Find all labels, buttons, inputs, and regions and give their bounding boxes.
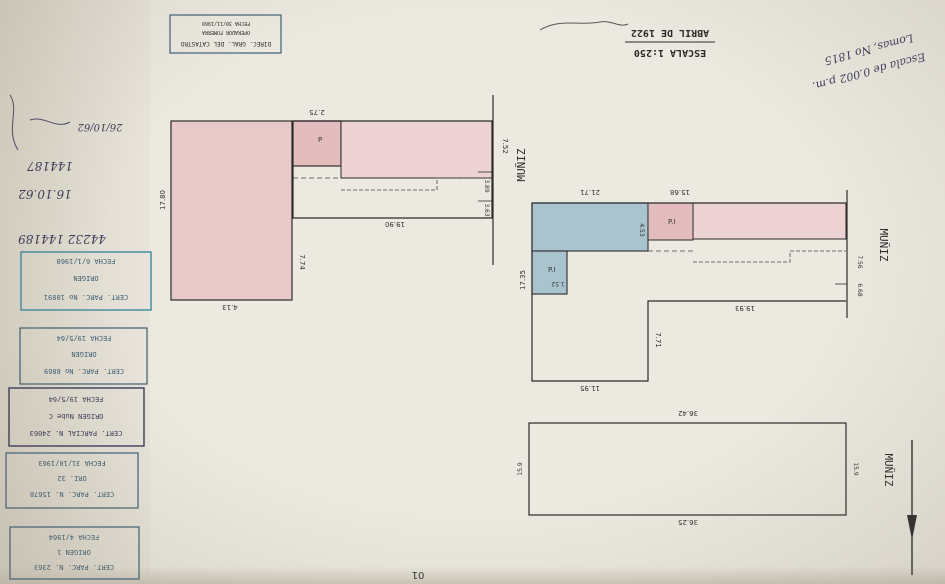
parcel-marker-pink: P.I	[668, 218, 675, 226]
measure-vertical-right: 7.71	[654, 332, 662, 348]
catastro-stamp: DIREC. GRAL. DEL CATASTRO OPERADOR FOMER…	[169, 14, 282, 54]
lot-outline	[292, 120, 493, 219]
margin-note-1: 144187	[27, 159, 73, 173]
measure-right-side: 7.52	[501, 138, 509, 154]
page-number: 01	[412, 569, 425, 580]
margin-note-0: 26/10/62	[78, 121, 124, 132]
measure-bottom-lot-right: 15.9	[852, 462, 859, 476]
lot-parcel-p	[292, 120, 342, 167]
margin-note-2: 16.10.62	[18, 187, 71, 201]
street-label-right: MUÑIZ	[877, 228, 890, 261]
measure-front-b-right: 6.68	[856, 283, 863, 297]
measure-vertical-inner: 7.74	[298, 254, 306, 270]
stamp-4-line-0: CERT. PARC. N. 15678	[30, 490, 114, 498]
stamp-5-line-1: ORIGEN 1	[57, 548, 91, 556]
parcel-pink-large	[692, 202, 847, 240]
parcel-marker: P	[318, 136, 322, 144]
bottom-lot-plan: 36.42 36.25 15.9 15.9 MUÑIZ	[517, 409, 917, 575]
measure-bottom-lot-bottom: 36.25	[678, 518, 698, 526]
paper-bottom-edge	[0, 566, 945, 584]
north-arrow-icon	[907, 515, 917, 540]
measure-front-a: 3.89	[483, 179, 490, 193]
measure-small-a: 4.53	[638, 223, 645, 237]
measure-bottom-left: 4.13	[222, 303, 238, 311]
margin-notes: 26/10/62 144187 16.10.62 44232 144189	[9, 94, 124, 246]
stamp-3-line-0: CERT. PARCIAL N. 24063	[30, 429, 123, 437]
stamp-1-line-1: ORIGEN	[73, 274, 98, 282]
margin-scribble	[9, 94, 71, 151]
measure-top-left: 21.71	[580, 188, 600, 196]
measure-top: 2.75	[309, 108, 325, 116]
signature-mark	[539, 21, 629, 31]
stamp-border-3	[8, 387, 145, 447]
lot-dashed-line	[341, 177, 492, 191]
measure-front-b: 3.63	[483, 203, 490, 217]
stamp-0-line-0: DIREC. GRAL. DEL CATASTRO	[180, 40, 271, 47]
stamp-4-line-1: ORI. 32	[57, 474, 87, 482]
measure-front-a-right: 7.56	[856, 255, 863, 269]
measure-mid-right: 19.93	[735, 304, 755, 312]
parcel-blue-side	[531, 250, 568, 295]
parcel-marker-blue: P.I	[548, 266, 555, 274]
stamp-0-line-2: FECHA 30/11/1960	[202, 20, 250, 26]
measure-small-b: 1.52	[551, 280, 565, 287]
stamp-5-line-0: CERT. PARC. N. 2363	[34, 563, 114, 571]
stamp-5-line-2: FECHA 4/1964	[49, 533, 100, 541]
stamp-border-2	[19, 327, 148, 385]
date-label: ABRIL DE 1922	[631, 27, 709, 38]
street-label-top: MUÑIZ	[515, 148, 528, 181]
street-label-bottom: MUÑIZ	[882, 453, 895, 486]
measure-top-right: 15.68	[670, 188, 690, 196]
parcel-blue-top	[531, 202, 649, 252]
paper-margin	[0, 0, 150, 584]
left-stamps: CERT. PARC. No 10891 ORIGEN FECHA 6/1/19…	[5, 251, 152, 580]
right-outline-body	[531, 203, 846, 382]
stamp-2-line-2: FECHA 19/5/64	[57, 334, 112, 342]
scale-label: ESCALA 1:250	[634, 47, 706, 58]
stamp-border-5	[9, 526, 140, 580]
measure-bottom-right: 11.95	[580, 384, 600, 392]
stamp-1-line-2: FECHA 6/1/1960	[56, 257, 115, 265]
measure-bottom-lot-left: 15.9	[517, 462, 524, 476]
bottom-lot-rect	[528, 422, 847, 516]
stamp-2-line-1: ORIGEN	[71, 350, 96, 358]
right-dashed-line	[693, 250, 846, 263]
measure-left-side: 17.80	[159, 190, 167, 210]
stamp-0-line-1: OPERADOR FOMERRA	[202, 29, 250, 35]
stamp-border-1	[20, 251, 152, 311]
top-lot-plan: 2.75 17.80 7.52 19.90 7.74 4.13 3.89 3.6…	[159, 95, 528, 311]
stamp-border-0	[169, 14, 282, 54]
stamp-3-line-1: ORIGEN Nube C	[49, 412, 104, 420]
margin-note-3: 44232 144189	[18, 232, 107, 246]
measure-bottom-inner: 19.90	[385, 220, 405, 228]
stamp-2-line-0: CERT. PARC. No 8869	[44, 367, 124, 375]
measure-left-side-right: 17.35	[519, 270, 527, 290]
stamp-3-line-2: FECHA 19/5/64	[49, 395, 104, 403]
lot-parcel-right	[340, 120, 493, 179]
stamp-border-4	[5, 452, 139, 509]
measure-bottom-lot-top: 36.42	[678, 409, 698, 417]
lot-parcel-left	[170, 120, 293, 301]
stamp-4-line-2: FECHA 31/10/1963	[38, 459, 105, 467]
stamp-1-line-0: CERT. PARC. No 10891	[44, 293, 128, 301]
right-lot-plan: 21.71 15.68 17.35 11.95 19.93 7.71 7.56 …	[519, 188, 890, 392]
